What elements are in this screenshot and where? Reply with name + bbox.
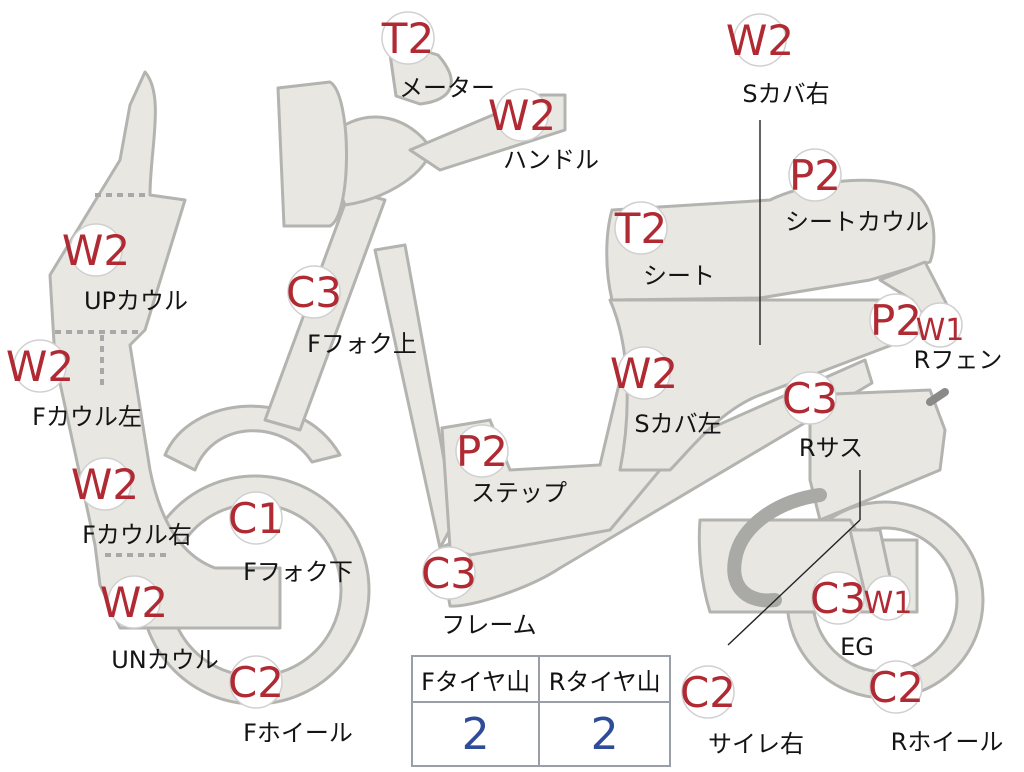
handle-badge	[495, 88, 549, 142]
s-cover-left-badge	[617, 346, 671, 400]
engine-code: C3	[810, 574, 866, 623]
f-fork-lower-code: C1	[228, 494, 284, 543]
r-suspension-badge	[783, 371, 837, 425]
seat-cowl-code: P2	[789, 151, 841, 200]
engine-badge	[811, 571, 865, 625]
f-fork-lower-label: Fフォク下	[243, 558, 353, 586]
seat-cowl-badge	[788, 148, 842, 202]
seat-code: T2	[614, 204, 667, 253]
r-suspension-code: C3	[782, 374, 838, 423]
head-lamp	[276, 80, 348, 228]
r-fender-secondary-badge	[917, 302, 963, 348]
step-badge	[455, 424, 509, 478]
meter-code: T2	[381, 14, 434, 63]
f-cowl-right-badge	[78, 457, 132, 511]
seat-label: シート	[643, 262, 715, 290]
frame-badge	[422, 546, 476, 600]
frame-lower	[438, 358, 874, 608]
r-wheel-code: C2	[868, 663, 924, 712]
up-cowl-label: UPカウル	[84, 287, 188, 315]
up-cowl-code: W2	[62, 226, 130, 275]
meter-badge	[381, 11, 435, 65]
step-code: P2	[456, 427, 508, 476]
front-fender	[163, 404, 342, 472]
front-tire-header: Fタイヤ山	[410, 655, 541, 703]
f-cowl-right-label: Fカウル右	[82, 521, 192, 549]
exhaust-pipe	[727, 488, 827, 608]
frame-tube	[373, 243, 457, 550]
frame-label: フレーム	[441, 611, 536, 639]
f-cowl-left-code: W2	[6, 342, 74, 391]
f-fork-upper-label: Fフォク上	[307, 330, 417, 358]
handle-label: ハンドル	[503, 146, 599, 174]
meter-label: メーター	[399, 74, 495, 102]
f-fork-upper-badge	[287, 265, 341, 319]
f-cowl-left-badge	[13, 339, 67, 393]
f-cowl-right-code: W2	[71, 460, 139, 509]
un-cowl-badge	[107, 575, 161, 629]
step-label: ステップ	[471, 479, 567, 507]
seat-cowl-label: シートカウル	[785, 208, 929, 236]
f-fork-lower-badge	[229, 491, 283, 545]
rear-tire-value: 2	[538, 701, 671, 767]
muffler-right-label: サイレ右	[708, 730, 804, 758]
up-cowl-badge	[69, 223, 123, 277]
f-wheel-code: C2	[228, 658, 284, 707]
seat-badge	[614, 201, 668, 255]
muffler-right-badge	[681, 665, 735, 719]
engine-secondary-code: W1	[864, 586, 913, 621]
r-suspension-label: Rサス	[799, 434, 863, 462]
muffler-right-code: C2	[680, 668, 736, 717]
f-wheel-badge	[229, 655, 283, 709]
r-wheel-badge	[869, 660, 923, 714]
f-wheel-label: Fホイール	[243, 719, 353, 747]
engine-secondary-badge	[865, 575, 911, 621]
frame-code: C3	[421, 549, 477, 598]
s-cover-right-code: W2	[726, 16, 794, 65]
front-tire-value: 2	[410, 701, 541, 767]
un-cowl-code: W2	[100, 578, 168, 627]
f-cowl-left-label: Fカウル左	[32, 403, 142, 431]
tire-tread-table: Fタイヤ山 Rタイヤ山 2 2	[410, 655, 671, 767]
rear-tire-header: Rタイヤ山	[538, 655, 671, 703]
engine-label: EG	[840, 633, 874, 661]
handle-code: W2	[488, 91, 556, 140]
un-cowl-label: UNカウル	[111, 646, 219, 674]
f-fork-upper-code: C3	[286, 268, 342, 317]
s-cover-right-badge	[733, 13, 787, 67]
r-fender-secondary-code: W1	[916, 313, 965, 348]
s-cover-left-label: Sカバ左	[634, 410, 721, 438]
muffler	[808, 388, 947, 522]
s-cover-right-label: Sカバ右	[742, 80, 829, 108]
r-fender-label: Rフェン	[914, 346, 1003, 374]
r-wheel-label: Rホイール	[891, 728, 1004, 756]
r-fender-code: P2	[870, 296, 922, 345]
leader-muffler	[727, 519, 861, 646]
s-cover-left-code: W2	[610, 349, 678, 398]
